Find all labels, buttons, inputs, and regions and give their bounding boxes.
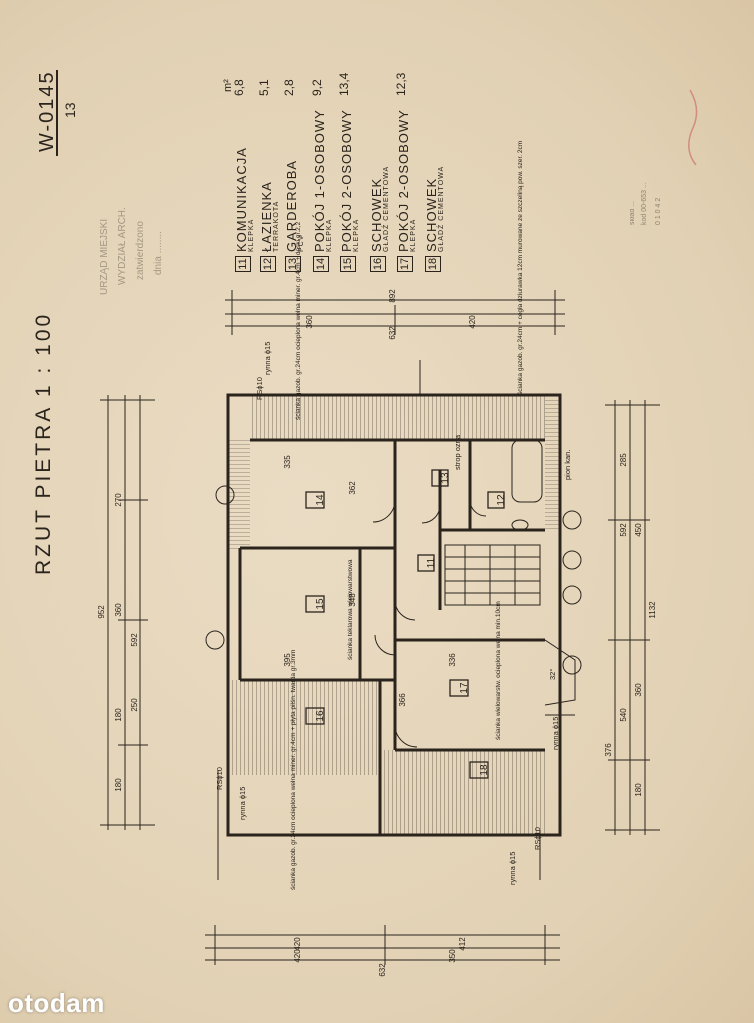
room-15-number: 15	[315, 598, 326, 610]
dim-top: 892	[388, 289, 397, 303]
room-12-box	[487, 491, 505, 509]
wall-note-top: ścianka gazob. gr.24cm ocieplona wełna m…	[295, 221, 302, 420]
chimney-marker	[215, 485, 235, 505]
rs-label-top: RSϕ10	[255, 377, 264, 400]
plumbing-stack-label: pion kan.	[563, 450, 572, 480]
dim-total-right: 1132	[648, 601, 657, 619]
dim-top-b: 420	[468, 315, 477, 329]
chimney-marker	[562, 655, 582, 675]
gutter-label-bottom: rynna ϕ15	[508, 852, 517, 885]
dim-right-b: 592	[619, 523, 628, 537]
wall-note-room17: ścianka wielowarstw. ocieplona wełna min…	[495, 601, 502, 740]
room-17-box	[449, 679, 469, 697]
room-13-number: 13	[440, 472, 451, 484]
svg-text:skład ...: skład ...	[630, 201, 636, 225]
room-15-box	[305, 595, 325, 613]
room17-height: 366	[398, 693, 407, 707]
svg-text:WYDZIAŁ ARCH.: WYDZIAŁ ARCH.	[117, 207, 128, 285]
dormer-outline	[544, 639, 576, 706]
svg-text:0 1 0 4 2: 0 1 0 4 2	[655, 198, 662, 225]
room14-height: 362	[348, 481, 357, 495]
red-office-stamp: URZĄD MIEJSKI WYDZIAŁ ARCH. zatwierdzono…	[99, 207, 164, 295]
chimney-marker	[562, 585, 582, 605]
dim-right-c: 450	[634, 523, 643, 537]
stair-note: strop ozna	[453, 434, 462, 470]
door-swing	[469, 499, 487, 517]
dim-right-g: 180	[634, 783, 643, 797]
svg-text:dnia ........: dnia ........	[153, 231, 164, 275]
room17-width: 336	[448, 653, 457, 667]
door-swing	[394, 599, 416, 621]
bathtub	[511, 439, 543, 503]
room-13-box	[431, 469, 449, 487]
chimney-marker	[205, 630, 225, 650]
svg-text:zatwierdzono: zatwierdzono	[135, 221, 146, 280]
dim-left-e: 592	[130, 633, 139, 647]
dim-left-d: 180	[114, 778, 123, 792]
gutter-label-right: rynna ϕ15	[551, 717, 560, 750]
room15-width: 395	[283, 653, 292, 667]
wall-note-bottom: ścianka gazob. gr.24cm ocieplona wełna m…	[290, 650, 297, 890]
svg-text:URZĄD MIEJSKI: URZĄD MIEJSKI	[99, 219, 110, 295]
dim-left-c: 180	[114, 708, 123, 722]
door-swing	[394, 724, 418, 748]
dim-top-a: 360	[305, 315, 314, 329]
room-17-number: 17	[459, 682, 470, 694]
staircase	[444, 544, 541, 606]
dim-right-f: 376	[604, 743, 613, 757]
approval-stamp: Zarząd ... Urząd ... Rejon ... 1 ... skł…	[630, 89, 698, 225]
chimney-marker	[562, 550, 582, 570]
dim-total-left: 952	[97, 605, 106, 619]
svg-text:kod 00-653 ...: kod 00-653 ...	[641, 182, 648, 225]
dim-right-e: 540	[619, 708, 628, 722]
room-16-number: 16	[315, 710, 326, 722]
gutter-label-left: rynna ϕ15	[238, 787, 247, 820]
dim-left-a: 270	[114, 493, 123, 507]
roof-slope-hatching	[228, 395, 560, 835]
roof-angle: 32°	[548, 669, 557, 680]
room14-width: 335	[283, 455, 292, 469]
room-16-box	[305, 707, 325, 725]
rs-label-left: RSϕ10	[215, 767, 224, 790]
room-18-box	[469, 761, 489, 779]
room-18-number: 18	[479, 764, 490, 776]
code-divider	[56, 70, 58, 156]
rs-label-bottom: RSϕ10	[533, 827, 542, 850]
dim-left-f: 250	[130, 698, 139, 712]
room-14-number: 14	[315, 494, 326, 506]
room15-height: 348	[348, 593, 357, 607]
dim-top-c: 632	[388, 326, 397, 340]
dim-right-a: 285	[619, 453, 628, 467]
washbasin	[511, 519, 529, 531]
door-swing	[374, 634, 396, 656]
dim-bottom-d: 420	[293, 949, 302, 963]
door-swing	[421, 504, 441, 524]
dim-right-d: 360	[634, 683, 643, 697]
dim-bottom: 632	[378, 963, 387, 977]
wall-note-right: ścianka gazob. gr.24cm + cegła dziurawka…	[517, 141, 524, 395]
room-11-number: 11	[426, 557, 437, 568]
chimney-marker	[562, 510, 582, 530]
otodam-watermark: otodam	[8, 988, 105, 1018]
room-11-box	[417, 554, 435, 572]
room-14-box	[305, 491, 325, 509]
walls	[226, 393, 562, 837]
room-12-number: 12	[496, 494, 507, 506]
door-swing	[372, 499, 396, 523]
dim-bottom-a: 420	[293, 937, 302, 951]
dim-left-b: 360	[114, 603, 123, 617]
gutter-label-top: rynna ϕ15	[263, 342, 272, 375]
wall-note-middle: ścianka teklarowa wielowarstwowa	[347, 559, 354, 660]
dim-bottom-c: 350	[448, 949, 457, 963]
dim-bottom-b: 412	[458, 937, 467, 951]
